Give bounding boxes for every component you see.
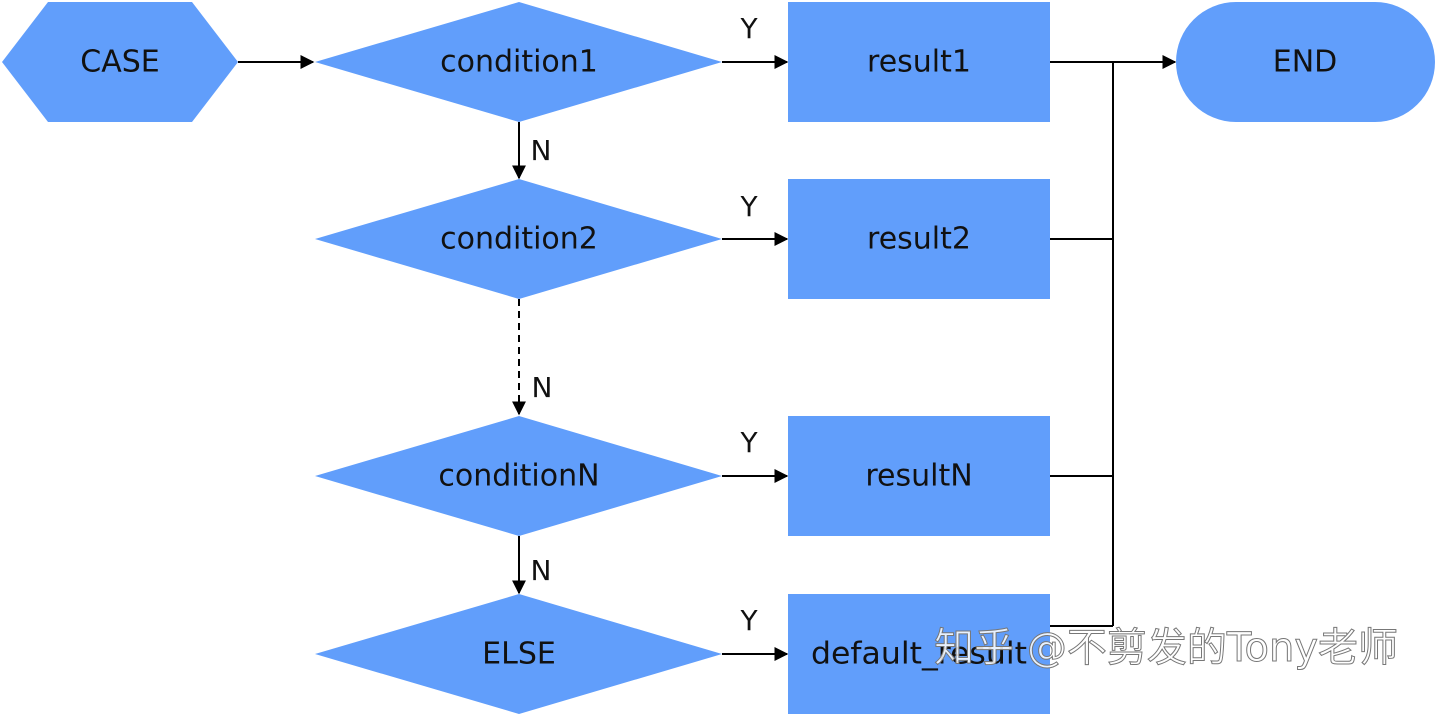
- end-node: [1176, 2, 1435, 122]
- yes-label-1: Y: [739, 12, 758, 45]
- yes-label-n: Y: [739, 426, 758, 459]
- watermark-text: 知乎 @不剪发的Tony老师: [934, 625, 1398, 671]
- yes-label-2: Y: [739, 190, 758, 223]
- connectors: [238, 55, 1177, 661]
- resultN-node: [788, 416, 1050, 536]
- edge-labels: Y Y Y Y N N N: [531, 12, 759, 637]
- result2-label: result2: [867, 222, 971, 257]
- conditionN-label: conditionN: [438, 459, 599, 494]
- yes-label-else: Y: [739, 604, 758, 637]
- resultN-label: resultN: [865, 459, 972, 494]
- condition1-node: [315, 2, 722, 122]
- no-label-1: N: [531, 134, 552, 167]
- condition1-label: condition1: [440, 45, 598, 80]
- result1-label: result1: [867, 45, 971, 80]
- end-label: END: [1273, 45, 1338, 80]
- result1-node: [788, 2, 1050, 122]
- default-result-label: default_result: [811, 637, 1027, 672]
- no-label-n: N: [531, 554, 552, 587]
- condition2-node: [315, 179, 722, 299]
- case-label: CASE: [80, 45, 159, 80]
- condition2-label: condition2: [440, 222, 598, 257]
- node-labels: CASE condition1 condition2 conditionN EL…: [80, 45, 1337, 672]
- no-label-2: N: [532, 371, 553, 404]
- default-result-node: [788, 594, 1050, 714]
- else-node: [315, 594, 722, 714]
- result2-node: [788, 179, 1050, 299]
- case-node: [2, 2, 238, 122]
- conditionN-node: [315, 416, 722, 536]
- else-label: ELSE: [482, 637, 556, 672]
